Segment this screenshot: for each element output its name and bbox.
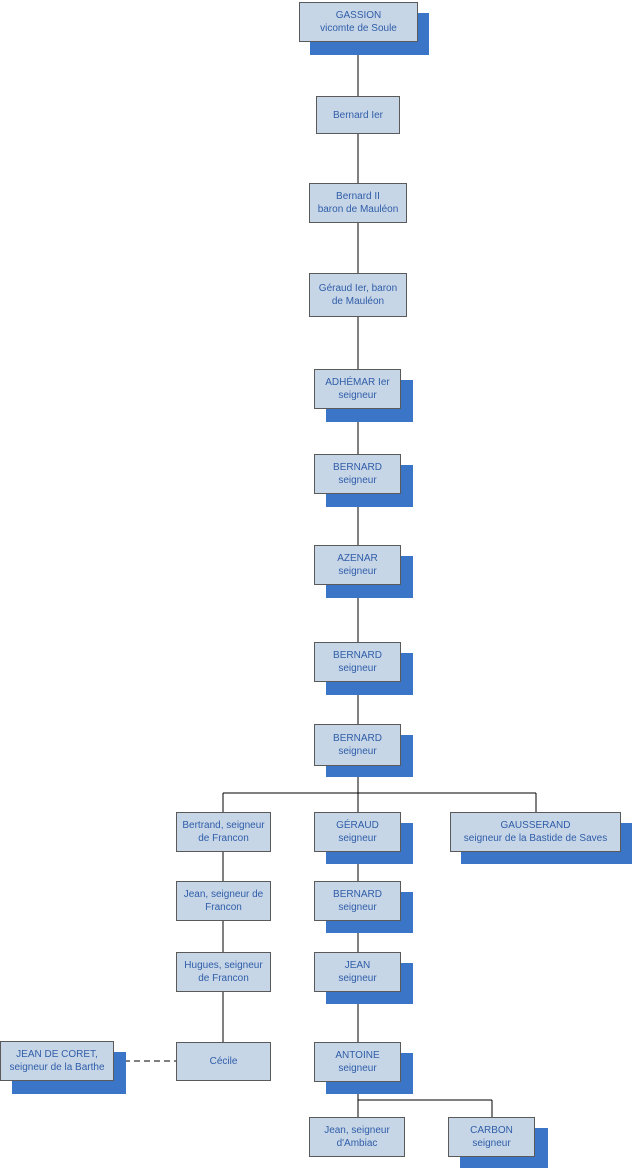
person-cecile[interactable]: Cécile [176, 1042, 271, 1081]
person-antoine[interactable]: ANTOINE seigneur [314, 1042, 401, 1082]
person-name: BERNARD [333, 650, 382, 661]
person-title: seigneur [338, 746, 377, 757]
person-name: BERNARD [333, 733, 382, 744]
person-name: BERNARD [333, 889, 382, 900]
person-bernard-b[interactable]: BERNARD seigneur [314, 642, 401, 682]
person-carbon[interactable]: CARBON seigneur [448, 1117, 535, 1157]
person-title: seigneur [338, 833, 377, 844]
person-name: ADHÉMAR Ier [325, 377, 390, 388]
person-title: de Francon [198, 833, 249, 844]
person-title: seigneur [338, 902, 377, 913]
person-jean[interactable]: JEAN seigneur [314, 952, 401, 992]
person-name: GÉRAUD [336, 820, 379, 831]
person-name: GASSION [335, 10, 382, 21]
person-name: JEAN [344, 960, 371, 971]
person-title: seigneur [338, 973, 377, 984]
person-title: seigneur de la Bastide de Saves [463, 833, 608, 844]
person-name: GAUSSERAND [500, 820, 571, 831]
person-name: Bertrand, seigneur [182, 820, 265, 831]
person-name: Jean, seigneur de [183, 889, 264, 900]
person-bernard-c[interactable]: BERNARD seigneur [314, 724, 401, 766]
person-title: de Francon [198, 973, 249, 984]
person-title: seigneur de la Barthe [9, 1062, 105, 1073]
person-title: seigneur [338, 475, 377, 486]
person-name: Bernard II [336, 191, 380, 202]
person-jean-francon[interactable]: Jean, seigneur de Francon [176, 881, 271, 921]
person-gausserand[interactable]: GAUSSERAND seigneur de la Bastide de Sav… [450, 812, 621, 852]
person-title: seigneur [338, 663, 377, 674]
person-bernard-2[interactable]: Bernard II baron de Mauléon [309, 183, 407, 223]
person-name: CARBON [470, 1125, 513, 1136]
person-name: Jean, seigneur [324, 1125, 390, 1136]
person-title: seigneur [338, 1063, 377, 1074]
person-name: ANTOINE [335, 1050, 380, 1061]
person-bernard-1[interactable]: Bernard Ier [316, 96, 400, 134]
person-title: d'Ambiac [336, 1138, 378, 1149]
person-name: Cécile [209, 1056, 238, 1067]
person-bernard-a[interactable]: BERNARD seigneur [314, 454, 401, 494]
person-title: seigneur [338, 566, 377, 577]
person-title: vicomte de Soule [320, 23, 397, 34]
person-title: seigneur [338, 390, 377, 401]
person-bernard-d[interactable]: BERNARD seigneur [314, 881, 401, 921]
person-name: AZENAR [337, 553, 378, 564]
person-adhemar[interactable]: ADHÉMAR Ier seigneur [314, 369, 401, 409]
person-geraud-1[interactable]: Géraud Ier, baron de Mauléon [309, 273, 407, 317]
person-title: de Mauléon [331, 296, 385, 307]
person-name: JEAN DE CORET, [16, 1049, 98, 1060]
person-hugues[interactable]: Hugues, seigneur de Francon [176, 952, 271, 992]
person-bertrand[interactable]: Bertrand, seigneur de Francon [176, 812, 271, 852]
person-jean-ambiac[interactable]: Jean, seigneur d'Ambiac [309, 1117, 405, 1157]
person-name: Bernard Ier [332, 109, 384, 121]
person-azenar[interactable]: AZENAR seigneur [314, 545, 401, 585]
person-geraud[interactable]: GÉRAUD seigneur [314, 812, 401, 852]
person-title: seigneur [472, 1138, 511, 1149]
person-title: Francon [205, 902, 242, 913]
person-jean-de-coret[interactable]: JEAN DE CORET, seigneur de la Barthe [0, 1041, 114, 1081]
person-name: Géraud Ier, baron [318, 283, 398, 294]
person-gassion[interactable]: GASSION vicomte de Soule [299, 2, 418, 42]
person-name: Hugues, seigneur [184, 960, 263, 971]
person-name: BERNARD [333, 462, 382, 473]
person-title: baron de Mauléon [317, 204, 399, 215]
